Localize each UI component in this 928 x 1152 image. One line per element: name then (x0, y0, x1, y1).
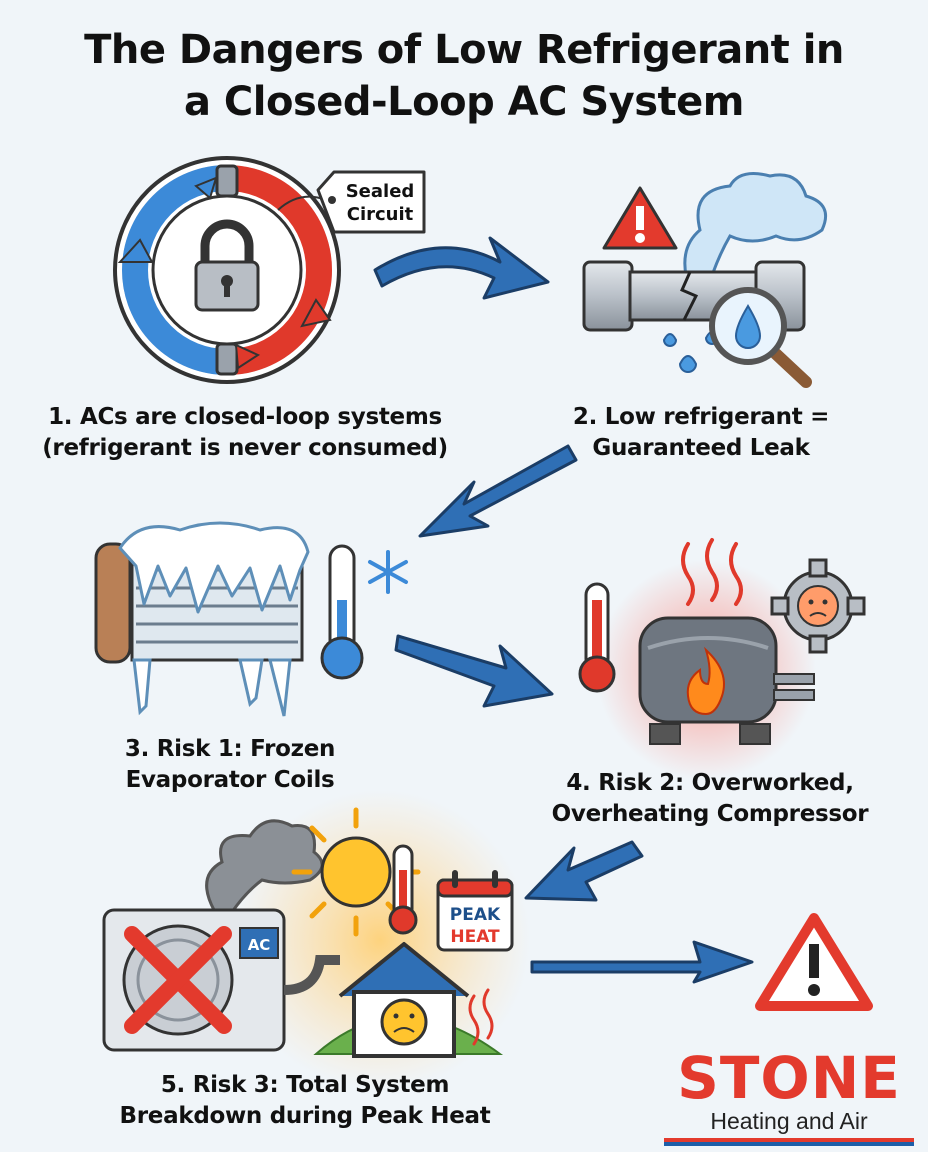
step-4-line-2: Overheating Compressor (551, 801, 869, 827)
step-1-line-2: (refrigerant is never consumed) (42, 435, 448, 461)
step-4-line-1: 4. Risk 2: Overworked, (566, 770, 854, 796)
arrow-1-to-2 (373, 236, 550, 300)
step-3-line-2: Evaporator Coils (125, 767, 335, 793)
logo-stripes (664, 1138, 914, 1146)
page-title: The Dangers of Low Refrigerant in a Clos… (0, 24, 928, 128)
snowflake-icon (368, 550, 408, 594)
flame-icon (686, 646, 725, 716)
title-line-2: a Closed-Loop AC System (183, 79, 745, 125)
step-2-line-1: 2. Low refrigerant = (572, 404, 830, 430)
arrow-4-to-5 (524, 840, 644, 902)
step-1-line-1: 1. ACs are closed-loop systems (48, 404, 442, 430)
step-2-caption: 2. Low refrigerant = Guaranteed Leak (556, 402, 846, 464)
step-1-caption: 1. ACs are closed-loop systems (refriger… (30, 402, 460, 464)
step-5-line-2: Breakdown during Peak Heat (119, 1103, 491, 1129)
arrow-2-to-3 (418, 444, 578, 538)
compressor-illustration (578, 538, 866, 780)
broken-x-icon (124, 926, 232, 1034)
calendar-icon: PEAK HEAT (436, 870, 514, 952)
calendar-label-2: HEAT (450, 927, 500, 947)
arrow-3-to-4 (394, 634, 554, 708)
leaking-pipe-illustration (582, 172, 827, 388)
company-logo: STONE Heating and Air (664, 1044, 914, 1146)
closed-loop-illustration: Sealed Circuit (113, 156, 426, 384)
sealed-label-2: Circuit (347, 204, 414, 225)
thermometer-hot-icon (578, 582, 616, 693)
step-3-line-1: 3. Risk 1: Frozen (124, 736, 336, 762)
frozen-coil-illustration (94, 521, 408, 717)
step-2-line-2: Guaranteed Leak (592, 435, 810, 461)
title-line-1: The Dangers of Low Refrigerant in (84, 27, 844, 73)
thermometer-icon (320, 544, 364, 680)
sealed-label-1: Sealed (346, 181, 415, 202)
breakdown-illustration: AC (102, 790, 530, 1090)
arrow-5-to-warning (530, 940, 754, 984)
final-warning-icon (755, 913, 873, 1011)
step-5-line-1: 5. Risk 3: Total System (160, 1072, 450, 1098)
sun-icon (291, 807, 421, 937)
sealed-circuit-tag: Sealed Circuit (316, 170, 426, 234)
step-3-caption: 3. Risk 1: Frozen Evaporator Coils (100, 734, 360, 796)
step-4-caption: 4. Risk 2: Overworked, Overheating Compr… (530, 768, 890, 830)
thermometer-heat-icon (388, 844, 418, 935)
smoke-cloud (205, 819, 324, 914)
step-5-caption: 5. Risk 3: Total System Breakdown during… (100, 1070, 510, 1132)
gear-icon (770, 558, 866, 654)
magnifier-icon (709, 287, 812, 388)
gas-cloud (683, 172, 827, 296)
logo-brand: STONE (677, 1044, 901, 1112)
calendar-label-1: PEAK (450, 905, 501, 925)
ac-unit-label: AC (248, 936, 271, 954)
logo-tagline: Heating and Air (710, 1108, 868, 1134)
house-icon (338, 942, 470, 1058)
warning-icon (602, 186, 678, 250)
lock-icon (194, 219, 260, 312)
